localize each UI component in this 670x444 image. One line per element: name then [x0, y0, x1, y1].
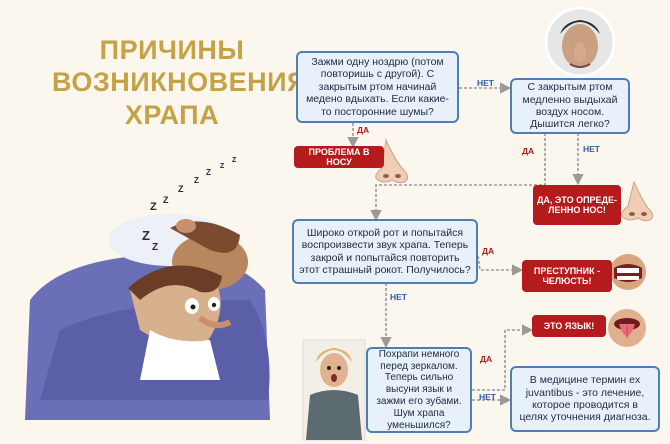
snore-z-letters: Z Z Z Z Z Z Z Z Z [142, 157, 237, 253]
person-photo [302, 339, 366, 441]
svg-text:Z: Z [142, 228, 150, 243]
man-portrait-icon [544, 6, 616, 78]
title-line-2: ВОЗНИКНОВЕНИЯ [52, 67, 307, 98]
label-yes-2: ДА [522, 146, 535, 156]
step-4-box: Похрапи немного перед зеркалом. Теперь с… [366, 347, 472, 433]
title-line-1: ПРИЧИНЫ [99, 35, 245, 65]
svg-text:Z: Z [232, 157, 237, 164]
sleeping-couple-illustration [25, 214, 270, 420]
step-5-box: В медицине термин ex juvantibus - это ле… [510, 366, 660, 432]
result-jaw-text: ПРЕСТУПНИК - ЧЕЛЮСТЬ! [533, 265, 601, 286]
title-line-3: ХРАПА [124, 99, 220, 130]
tongue-icon [608, 309, 646, 347]
svg-text:Z: Z [163, 195, 169, 205]
svg-text:Z: Z [206, 168, 211, 177]
svg-text:Z: Z [194, 176, 199, 185]
label-yes-4: ДА [480, 354, 493, 364]
label-no-2: НЕТ [583, 144, 600, 154]
svg-text:Z: Z [178, 184, 184, 194]
step-4-text: Похрапи немного перед зеркалом. Теперь с… [376, 348, 462, 431]
teeth-icon [610, 254, 646, 290]
step-2-text: С закрытым ртом медленно выдыхай воздух … [522, 81, 618, 131]
result-definitely-nose-text: ДА, ЭТО ОПРЕДЕ- ЛЕННО НОС! [537, 194, 617, 215]
label-no-4: НЕТ [479, 392, 496, 402]
label-no-3: НЕТ [390, 292, 407, 302]
page-title: ПРИЧИНЫ ВОЗНИКНОВЕНИЯ ХРАПА [52, 34, 307, 131]
result-nose-problem: ПРОБЛЕМА В НОСУ [294, 146, 384, 168]
step-5-text: В медицине термин ex juvantibus - это ле… [519, 374, 651, 424]
result-definitely-nose: ДА, ЭТО ОПРЕДЕ- ЛЕННО НОС! [533, 185, 621, 225]
result-tongue: ЭТО ЯЗЫК! [532, 315, 606, 337]
svg-text:Z: Z [220, 163, 225, 170]
label-yes-1: ДА [357, 125, 370, 135]
step-3-box: Широко открой рот и попытайся воспроизве… [292, 219, 478, 284]
nose-icon [375, 138, 408, 184]
result-jaw: ПРЕСТУПНИК - ЧЕЛЮСТЬ! [522, 260, 612, 292]
svg-text:Z: Z [152, 242, 158, 253]
svg-text:Z: Z [150, 201, 157, 213]
result-nose-problem-text: ПРОБЛЕМА В НОСУ [308, 146, 370, 167]
label-no-1: НЕТ [477, 78, 494, 88]
step-1-text: Зажми одну ноздрю (потом повторишь с дру… [306, 56, 449, 118]
nose-icon-2 [621, 180, 654, 222]
step-1-box: Зажми одну ноздрю (потом повторишь с дру… [296, 51, 459, 123]
step-2-box: С закрытым ртом медленно выдыхай воздух … [510, 78, 630, 134]
result-tongue-text: ЭТО ЯЗЫК! [543, 320, 595, 331]
label-yes-3: ДА [482, 246, 495, 256]
step-3-text: Широко открой рот и попытайся воспроизве… [299, 226, 471, 276]
